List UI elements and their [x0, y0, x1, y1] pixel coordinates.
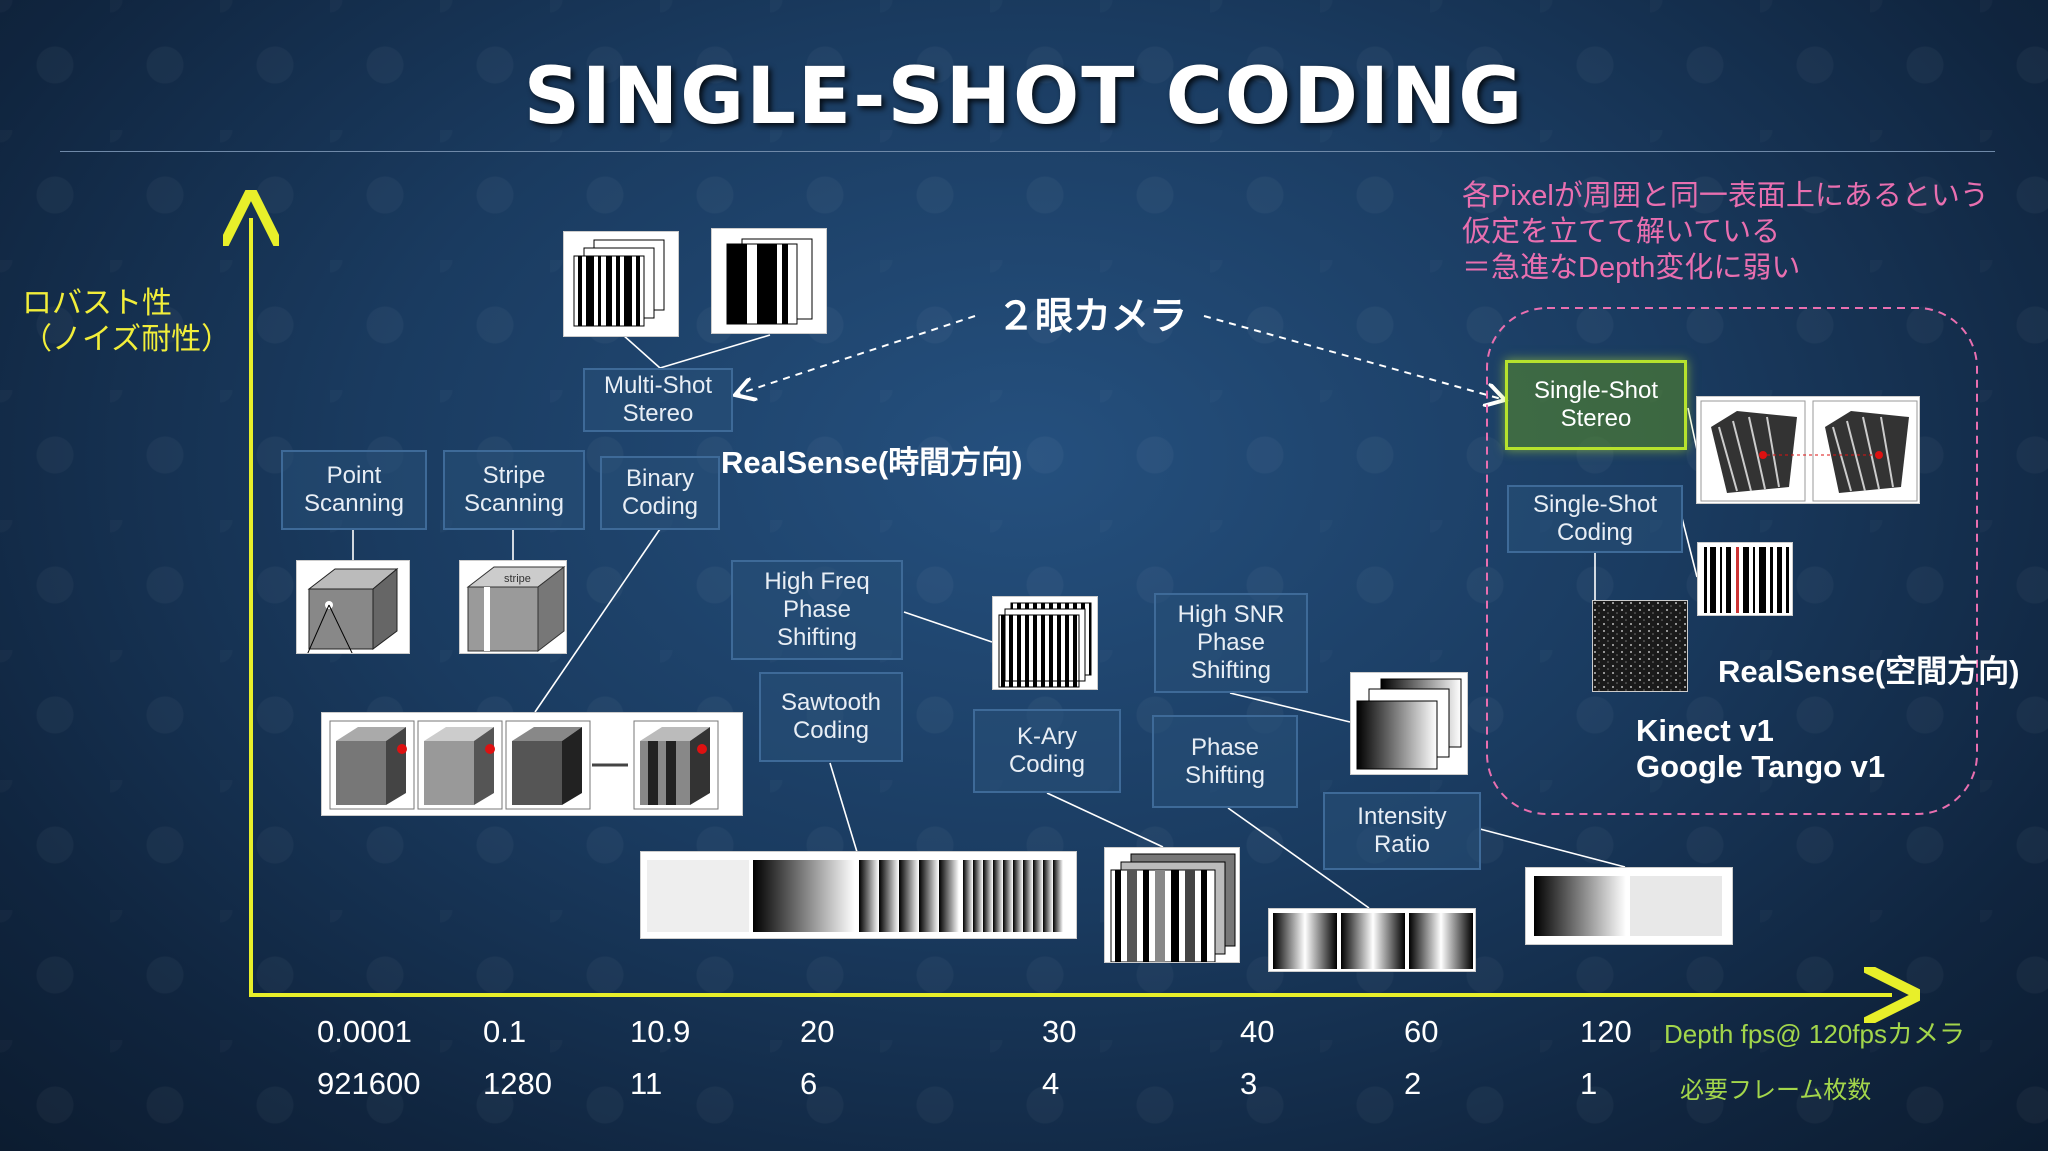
box-stripe-scanning: Stripe Scanning	[443, 450, 585, 530]
single-shot-region	[1486, 307, 1978, 815]
box-high-freq-phase-shifting: High Freq Phase Shifting	[731, 560, 903, 660]
sawtooth-coding-image	[640, 851, 1077, 939]
frames-tick-label: 11	[630, 1066, 663, 1101]
fps-tick-label: 40	[1240, 1014, 1275, 1049]
x-axis-fps-label: Depth fps@ 120fpsカメラ	[1664, 1019, 1965, 1049]
stripe-scanning-image: stripe	[459, 560, 567, 654]
binary-coding-cubes-image	[321, 712, 743, 816]
fps-tick-label: 120	[1580, 1014, 1632, 1049]
intensity-ratio-image	[1525, 867, 1733, 945]
box-high-snr-phase-shifting: High SNR Phase Shifting	[1154, 593, 1308, 693]
box-multi-shot-stereo: Multi-Shot Stereo	[583, 368, 733, 432]
frames-tick-label: 1280	[483, 1066, 552, 1101]
box-binary-coding: Binary Coding	[600, 456, 720, 530]
k-ary-coding-image	[1104, 847, 1240, 963]
realsense-spatial-label: RealSense(空間方向)	[1718, 654, 2020, 689]
fps-tick-label: 10.9	[630, 1014, 691, 1049]
high-freq-phase-image	[992, 596, 1098, 690]
box-k-ary-coding: K-Ary Coding	[973, 709, 1121, 793]
fps-tick-label: 60	[1404, 1014, 1439, 1049]
single-shot-coding-image	[1697, 542, 1793, 616]
box-single-shot-stereo: Single-Shot Stereo	[1505, 360, 1687, 450]
frames-tick-label: 4	[1042, 1066, 1060, 1101]
speckle-pattern-image	[1592, 600, 1688, 692]
frames-tick-label: 6	[800, 1066, 818, 1101]
title-divider	[60, 151, 1995, 152]
multishot-stereo-image-2	[711, 228, 827, 334]
phase-shifting-image	[1268, 908, 1476, 972]
assumption-note: 各Pixelが周囲と同一表面上にあるという 仮定を立てて解いている ＝急進なDe…	[1462, 180, 1989, 284]
frames-tick-label: 2	[1404, 1066, 1422, 1101]
frames-tick-label: 921600	[317, 1066, 421, 1101]
slide-title: SINGLE-SHOT CODING	[523, 52, 1525, 142]
point-scanning-image	[296, 560, 410, 654]
single-shot-stereo-image	[1696, 396, 1920, 504]
stripe-image-caption: stripe	[504, 573, 531, 585]
realsense-temporal-label: RealSense(時間方向)	[721, 445, 1023, 480]
stereo-arrow-right	[1203, 315, 1505, 400]
box-single-shot-coding: Single-Shot Coding	[1507, 485, 1683, 553]
kinect-tango-label: Kinect v1 Google Tango v1	[1636, 713, 1886, 784]
high-snr-phase-image	[1350, 672, 1468, 775]
box-intensity-ratio: Intensity Ratio	[1323, 792, 1481, 870]
box-sawtooth-coding: Sawtooth Coding	[759, 672, 903, 762]
fps-tick-label: 0.0001	[317, 1014, 412, 1049]
frames-tick-label: 3	[1240, 1066, 1258, 1101]
box-phase-shifting: Phase Shifting	[1152, 715, 1298, 808]
stereo-camera-label: ２眼カメラ	[997, 296, 1188, 338]
fps-tick-label: 0.1	[483, 1014, 527, 1049]
x-axis-frames-label: 必要フレーム枚数	[1680, 1077, 1872, 1104]
fps-tick-label: 30	[1042, 1014, 1077, 1049]
multishot-stereo-image-1	[563, 231, 679, 337]
box-point-scanning: Point Scanning	[281, 450, 427, 530]
frames-tick-label: 1	[1580, 1066, 1598, 1101]
y-axis-label: ロバスト性 （ノイズ耐性）	[22, 287, 232, 356]
stereo-arrow-left	[735, 315, 976, 395]
fps-tick-label: 20	[800, 1014, 835, 1049]
